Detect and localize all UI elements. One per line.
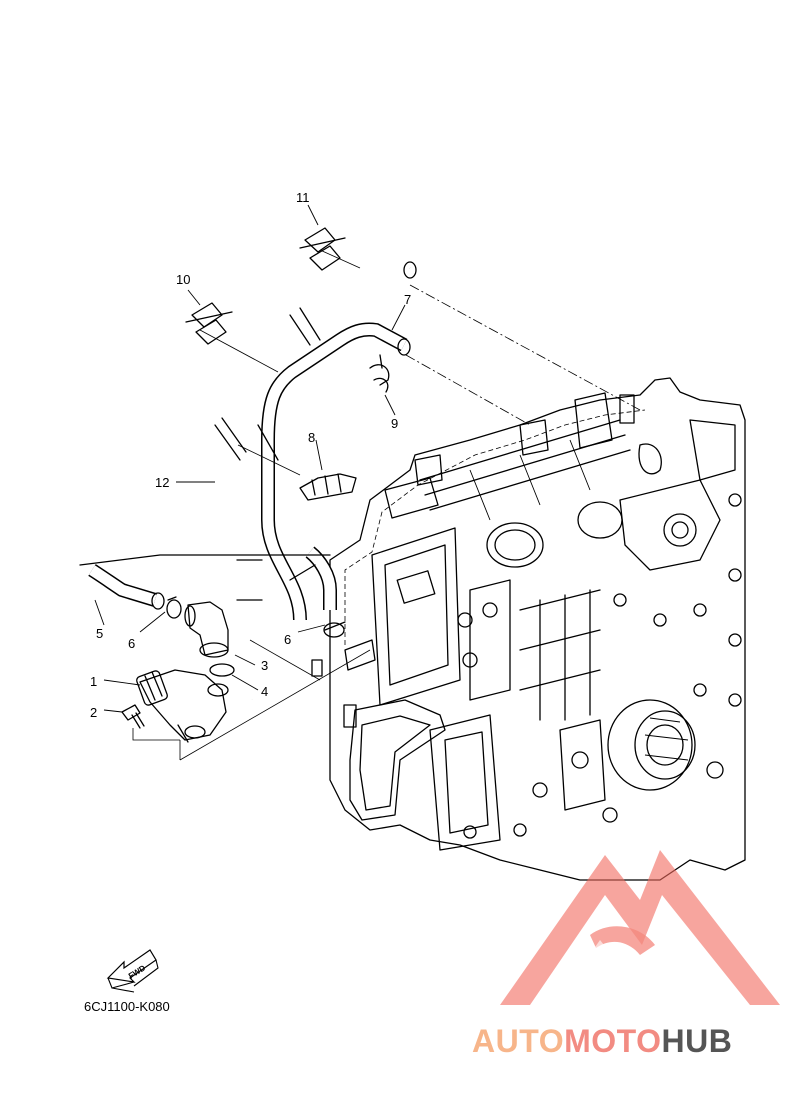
hose-clip-11 [299,227,346,271]
ecu-bracket [371,527,511,706]
hose-clip-8 [299,473,357,501]
hose-5 [79,554,331,610]
callout-labels: 1 2 3 4 5 6 6 7 8 9 10 11 12 [90,190,411,720]
watermark-moto: MOTO [564,1023,661,1059]
callout-6-right: 6 [284,632,291,647]
callout-9: 9 [391,416,398,431]
oil-filter [607,699,696,791]
watermark-text: AUTOMOTOHUB [472,1023,732,1059]
callout-12: 12 [155,475,169,490]
svg-text:AUTOMOTOHUB: AUTOMOTOHUB [472,1023,732,1059]
elbow-fitting [184,601,229,658]
callout-8: 8 [308,430,315,445]
hose-clip-left [166,596,182,619]
callout-7: 7 [404,292,411,307]
callout-2: 2 [90,705,97,720]
sensor-housing [136,669,229,743]
watermark-hub: HUB [661,1023,732,1059]
callout-5: 5 [96,626,103,641]
hose-clip-10 [185,302,233,345]
o-ring [209,663,235,677]
watermark-auto: AUTO [472,1023,564,1059]
fwd-arrow-icon: FWD [106,949,159,993]
part-code: 6CJ1100-K080 [84,999,170,1014]
hose-clip-9 [369,354,390,393]
bolt [121,704,145,729]
callout-1: 1 [90,674,97,689]
hose-clip-right [323,621,346,638]
callout-6-left: 6 [128,636,135,651]
callout-4: 4 [261,684,268,699]
leader-lines [94,204,641,761]
watermark-logo-icon [500,850,780,1005]
engine-block [311,377,746,881]
callout-10: 10 [176,272,190,287]
callout-11: 11 [296,190,310,205]
callout-3: 3 [261,658,268,673]
